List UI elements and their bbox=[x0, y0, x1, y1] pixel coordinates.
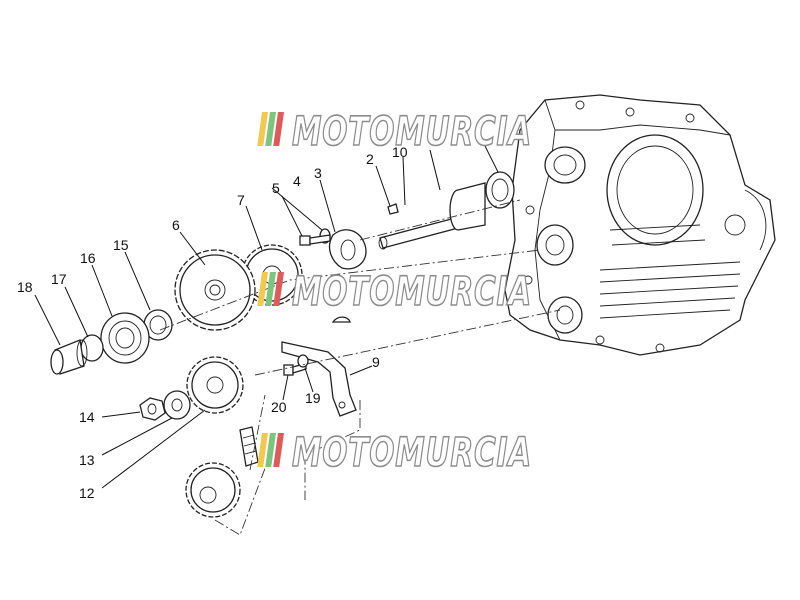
callout-15: 15 bbox=[113, 237, 129, 253]
watermark-brand: MOTOMURCIA bbox=[292, 269, 532, 315]
key-2 bbox=[387, 203, 399, 215]
callout-labels: 18 17 16 15 6 7 5 4 3 2 10 9 20 19 14 13… bbox=[17, 144, 408, 501]
timing-chain bbox=[239, 426, 259, 467]
bearing-ring bbox=[485, 171, 515, 209]
axis-line bbox=[159, 249, 541, 331]
callout-17: 17 bbox=[51, 271, 67, 287]
spacer-15 bbox=[143, 309, 173, 341]
watermark-logo: MOTOMURCIA bbox=[257, 268, 532, 316]
axis-line bbox=[254, 309, 561, 376]
circlip-17 bbox=[80, 334, 104, 362]
gear-6 bbox=[174, 249, 256, 331]
callout-2: 2 bbox=[366, 151, 374, 167]
callout-4: 4 bbox=[293, 173, 301, 189]
callout-3: 3 bbox=[314, 165, 322, 181]
cam-shaft bbox=[378, 182, 486, 250]
axis-line bbox=[359, 199, 521, 241]
wm-stripe-green bbox=[265, 112, 276, 146]
callout-19: 19 bbox=[305, 390, 321, 406]
watermark-logo: MOTOMURCIA bbox=[257, 429, 532, 477]
sprocket-bottom bbox=[185, 462, 241, 518]
washer-13 bbox=[163, 390, 191, 420]
callout-13: 13 bbox=[79, 452, 95, 468]
bearing-16 bbox=[100, 312, 150, 364]
wm-stripe-yellow bbox=[257, 272, 268, 306]
callout-14: 14 bbox=[79, 409, 95, 425]
axis-line bbox=[304, 400, 361, 500]
washer-19 bbox=[297, 354, 309, 368]
watermark-brand: MOTOMURCIA bbox=[292, 109, 532, 155]
crankcase bbox=[504, 94, 776, 356]
callout-16: 16 bbox=[80, 250, 96, 266]
axis-line bbox=[214, 454, 271, 536]
leader-lines bbox=[34, 139, 499, 489]
woodruff-key bbox=[331, 316, 351, 323]
gear-12 bbox=[186, 356, 244, 414]
watermark-logo: MOTOMURCIA bbox=[257, 108, 532, 156]
callout-20: 20 bbox=[271, 399, 287, 415]
wm-stripe-yellow bbox=[257, 112, 268, 146]
wm-stripe-red bbox=[273, 272, 284, 306]
callout-9: 9 bbox=[372, 354, 380, 370]
flange-plate bbox=[328, 229, 367, 270]
callout-7: 7 bbox=[237, 192, 245, 208]
wm-stripe-red bbox=[273, 433, 284, 467]
bushing-18 bbox=[50, 339, 88, 375]
nut-14 bbox=[139, 397, 166, 421]
callout-10: 10 bbox=[392, 144, 408, 160]
wm-stripe-red bbox=[273, 112, 284, 146]
wm-stripe-yellow bbox=[257, 433, 268, 467]
bolt-5 bbox=[299, 234, 331, 246]
callout-5: 5 bbox=[272, 180, 280, 196]
axis-line bbox=[249, 394, 266, 471]
callout-12: 12 bbox=[79, 485, 95, 501]
callout-6: 6 bbox=[172, 217, 180, 233]
watermark-brand: MOTOMURCIA bbox=[292, 430, 532, 476]
callout-18: 18 bbox=[17, 279, 33, 295]
wm-stripe-green bbox=[265, 433, 276, 467]
wm-stripe-green bbox=[265, 272, 276, 306]
